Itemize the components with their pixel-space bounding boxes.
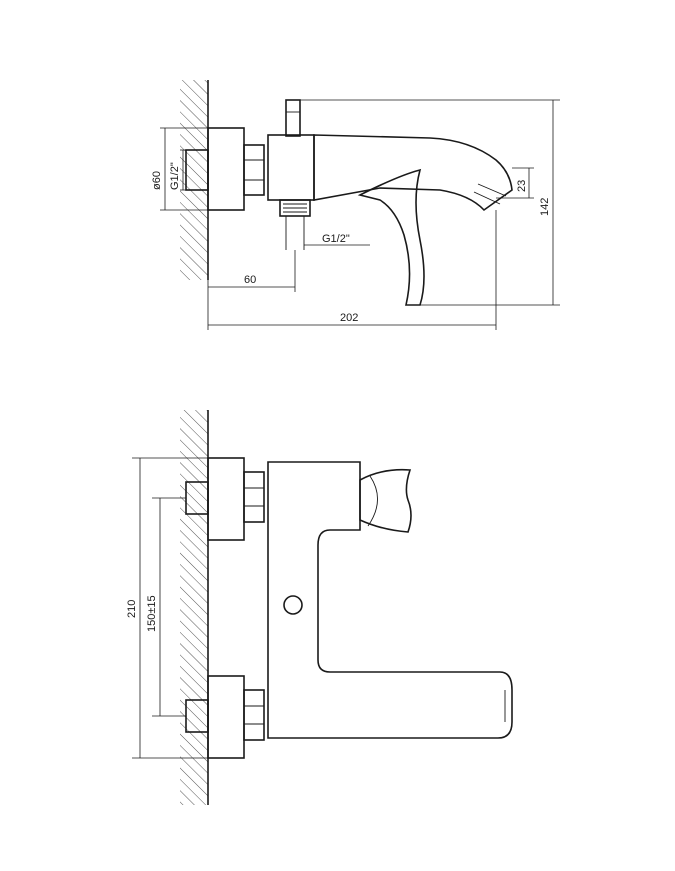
mixer-body-top (267, 134, 315, 201)
diverter-knob (285, 99, 301, 137)
dim-outlet-thread-label: G1/2" (322, 233, 350, 245)
side-dim-total-height-label: 210 (126, 600, 138, 618)
top-view: ø60 G1/2" G1/2" 60 202 142 23 (151, 80, 560, 330)
dim-diameter-label: ø60 (151, 171, 163, 190)
lower-nut (243, 689, 265, 741)
hose-outlet-thread (279, 199, 311, 217)
upper-nut (243, 471, 265, 523)
spout-top (313, 134, 513, 212)
dim-total-height-label: 142 (539, 198, 551, 216)
side-dim-center-distance-label: 150±15 (146, 595, 158, 632)
dim-inlet-thread-label: G1/2" (169, 162, 181, 190)
wall-hatch-top (180, 80, 208, 280)
cover-plate (207, 127, 245, 211)
upper-cover-plate (207, 457, 245, 541)
dim-wall-offset-label: 60 (244, 274, 256, 286)
diverter-hole (283, 595, 303, 615)
mixer-body-side (267, 461, 513, 739)
connection-nut (243, 144, 265, 196)
side-view: 210 150±15 (126, 410, 513, 805)
wall-hatch-side (180, 410, 208, 805)
dim-total-length-label: 202 (340, 312, 358, 324)
lever-handle-top (357, 168, 425, 306)
lower-cover-plate (207, 675, 245, 759)
lever-handle-side (359, 468, 412, 533)
dim-spout-height-label: 23 (516, 180, 528, 192)
